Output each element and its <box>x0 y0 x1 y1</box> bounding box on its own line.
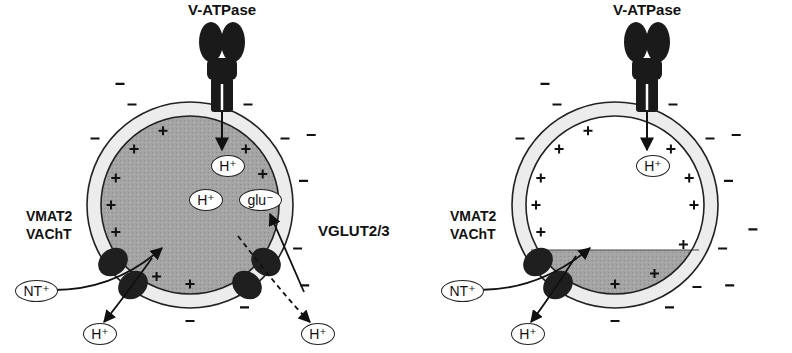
protein-name: VGLUT2/3 <box>318 222 390 240</box>
ion-label: H⁺ <box>219 158 237 174</box>
ion-bubble: H⁺ <box>301 323 335 345</box>
protein-name: VMAT2 VAChT <box>450 207 496 243</box>
charge-plus <box>107 126 699 288</box>
ion-label: glu⁻ <box>247 192 273 208</box>
ion-bubble: H⁺ <box>636 155 670 177</box>
ion-label: NT⁺ <box>449 283 475 299</box>
right-vesicle <box>512 102 720 310</box>
v-atpase-symbol <box>624 22 670 150</box>
ion-label: H⁺ <box>197 192 215 208</box>
ion-bubble: NT⁺ <box>441 280 484 302</box>
transport-arrow <box>54 214 590 322</box>
protein-name: VMAT2 VAChT <box>26 207 72 243</box>
ion-label: H⁺ <box>519 326 537 342</box>
ion-bubble: H⁺ <box>83 323 117 345</box>
v-atpase-symbol <box>199 22 245 150</box>
protein-name: V-ATPase <box>613 1 681 19</box>
protein-name: V-ATPase <box>188 1 256 19</box>
transporter-symbol <box>92 242 578 305</box>
ion-bubble: glu⁻ <box>239 189 282 211</box>
ion-label: H⁺ <box>309 326 327 342</box>
ion-bubble: H⁺ <box>511 323 545 345</box>
ion-bubble: NT⁺ <box>15 280 58 302</box>
charge-minus <box>91 84 758 321</box>
ion-bubble: H⁺ <box>189 189 223 211</box>
ion-bubble: H⁺ <box>211 155 245 177</box>
ion-label: NT⁺ <box>23 283 49 299</box>
ion-label: H⁺ <box>91 326 109 342</box>
ion-label: H⁺ <box>644 158 662 174</box>
